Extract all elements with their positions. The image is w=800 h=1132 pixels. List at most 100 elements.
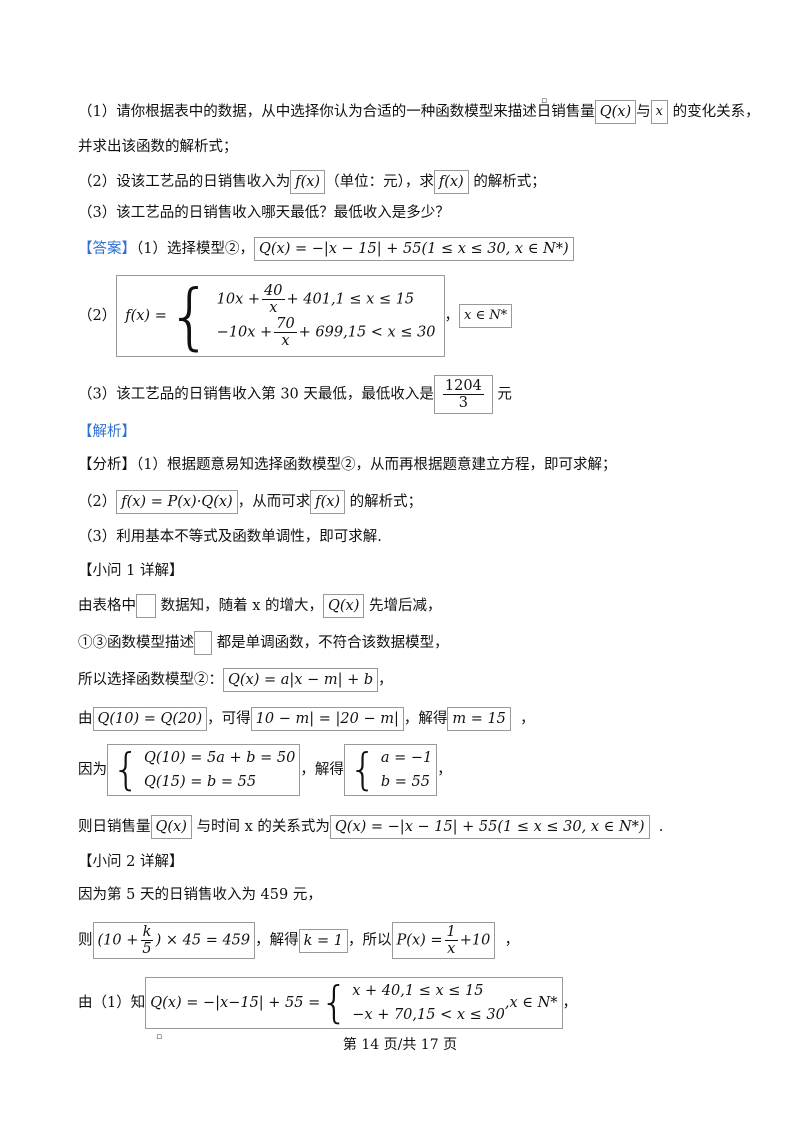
case-1-num: 40 <box>262 283 285 300</box>
sub-2-eq-den: 5 <box>142 941 152 957</box>
sub-1-l5-a: 因为 <box>78 762 107 778</box>
sub-2-eq-pre: (10 + <box>97 932 139 949</box>
left-brace-icon-4: { <box>320 977 349 1028</box>
sub-1-line-2: ①③函数模型描述 都是单调函数，不符合该数据模型， <box>78 631 449 655</box>
sub-2-px-num: 1 <box>444 924 458 941</box>
answer-line-1: 【答案】（1）选择模型②，Q(x) = −|x − 15| + 55(1 ≤ x… <box>78 237 574 261</box>
sub-2-l3-case-2: −x + 70,15 < x ≤ 30 <box>352 1007 505 1023</box>
case-1-post: + 401,1 ≤ x ≤ 15 <box>286 291 415 308</box>
sub-2-l2-box: k = 1 <box>298 928 349 953</box>
sub-2-l2-b: ，解得 <box>255 932 299 949</box>
sub-1-l4-a: 由 <box>78 711 93 727</box>
question-2-tail: 的解析式； <box>473 174 546 190</box>
sub-2-l2-d: ， <box>504 932 520 949</box>
analysis-fx2-prefix: （2） <box>78 494 117 510</box>
answer-3-text: （3）该工艺品的日销售收入第 30 天最低，最低收入是 <box>78 386 434 403</box>
sub-1-l5-system: {Q(10) = 5a + b = 50 Q(15) = b = 55 <box>107 744 301 796</box>
left-brace-icon-3: { <box>348 744 377 795</box>
sub-2-l2-a: 则 <box>78 932 93 949</box>
analysis-fx2-mid: ，从而可求 <box>237 494 311 510</box>
analysis-line-1: 【分析】（1）根据题意易知选择函数模型②，从而再根据题意建立方程，即可求解； <box>78 455 616 475</box>
sub-1-l4-b: ，可得 <box>207 711 251 727</box>
sub-1-l2-b: 都是单调函数，不符合该数据模型， <box>216 635 449 651</box>
question-1-line-2: 并求出该函数的解析式； <box>78 139 238 155</box>
case-2-pre: −10x + <box>216 324 273 341</box>
answer-2-prefix: （2） <box>78 308 117 324</box>
sub-1-l5-sol-2: b = 55 <box>380 774 430 790</box>
sub-2-l3-domain: ,x ∈ N* <box>504 995 558 1011</box>
answer-1-text: （1）选择模型②， <box>136 241 254 257</box>
sub-2-px-den: x <box>447 941 456 957</box>
sub-1-l3-box: Q(x) = a|x − m| + b <box>223 668 379 692</box>
case-2-num: 70 <box>274 316 297 333</box>
sub-1-l6-formula: Q(x) = −|x − 15| + 55(1 ≤ x ≤ 30, x ∈ N*… <box>329 815 650 839</box>
empty-formula-box-2 <box>194 631 212 655</box>
formula-box-Qx: Q(x) <box>594 100 637 124</box>
analysis-fx-1: （1）根据题意易知选择函数模型②，从而再根据题意建立方程，即可求解； <box>136 457 617 473</box>
sub-2-px-pre: P(x) = <box>396 932 443 949</box>
sub-2-l3-lhs: Q(x) = −|x−15| + 55 = <box>150 995 321 1011</box>
formula-box-fx-2: f(x) <box>433 170 469 194</box>
answer-2-sep: ， <box>444 308 460 324</box>
sub-1-l1-b: 数据知，随着 x 的增大， <box>160 598 324 614</box>
sub-1-l2-a: ①③函数模型描述 <box>78 635 194 651</box>
case-2-den: x <box>281 333 290 349</box>
anchor-mark-icon-2: ▫ <box>156 1032 163 1042</box>
sub-1-l4-box-3: m = 15 <box>447 707 511 731</box>
sub-1-l5-sol-1: a = −1 <box>380 750 433 766</box>
sub-2-line-1: 因为第 5 天的日销售收入为 459 元， <box>78 887 322 903</box>
sub-2-eq-post: ) × 45 = 459 <box>155 932 251 949</box>
case-2-post: + 699,15 < x ≤ 30 <box>298 324 436 341</box>
analysis-fx2-end: 的解析式； <box>349 494 423 510</box>
sub-1-l4-box-2: 10 − m| = |20 − m| <box>250 707 404 731</box>
sub-2-l3-a: 由（1）知 <box>78 995 146 1011</box>
left-brace-icon-2: { <box>112 744 140 795</box>
answer-3-num: 1204 <box>442 378 484 395</box>
sub-1-l4-c: ，解得 <box>403 711 448 727</box>
analysis-fx2-box: f(x) <box>310 490 346 514</box>
answer-1-formula: Q(x) = −|x − 15| + 55(1 ≤ x ≤ 30, x ∈ N*… <box>253 237 574 261</box>
question-3-line: （3）该工艺品的日销售收入哪天最低？最低收入是多少？ <box>78 205 450 221</box>
sub-1-l5-case-1: Q(10) = 5a + b = 50 <box>144 750 296 766</box>
formula-box-fx: f(x) <box>290 170 326 194</box>
sub-1-line-1: 由表格中 数据知，随着 x 的增大，Q(x) 先增后减， <box>78 594 442 618</box>
analysis-line-3: （3）利用基本不等式及函数单调性，即可求解. <box>78 529 382 545</box>
sub-1-l5-b: ，解得 <box>300 762 344 778</box>
question-2-text: （2）设该工艺品的日销售收入为 <box>78 174 291 190</box>
question-1-and: 与 <box>636 104 651 120</box>
sub-1-l1-box: Q(x) <box>323 594 365 618</box>
question-1-text: （1）请你根据表中的数据，从中选择你认为合适的一种函数模型来描述日销售量 <box>78 104 595 120</box>
answer-label: 【答案】 <box>78 241 136 257</box>
answer-3-unit: 元 <box>497 386 512 403</box>
sub-2-l2-c: ，所以 <box>348 932 392 949</box>
answer-2-domain: x ∈ N* <box>459 304 513 328</box>
analysis-label: 【解析】 <box>78 424 136 440</box>
question-2-unit: （单位：元），求 <box>325 174 434 190</box>
sub-1-line-3: 所以选择函数模型②：Q(x) = a|x − m| + b， <box>78 668 393 692</box>
sub-1-l5-case-2: Q(15) = b = 55 <box>144 774 257 790</box>
sub-1-l5-solution: {a = −1 b = 55 <box>343 744 438 796</box>
question-1-tail: 的变化关系， <box>672 104 760 120</box>
sub-2-l3-b: ， <box>562 995 578 1011</box>
sub-2-eq-num: k <box>140 924 154 941</box>
sub-2-l3-piecewise: Q(x) = −|x−15| + 55 ={x + 40,1 ≤ x ≤ 15−… <box>145 977 563 1029</box>
